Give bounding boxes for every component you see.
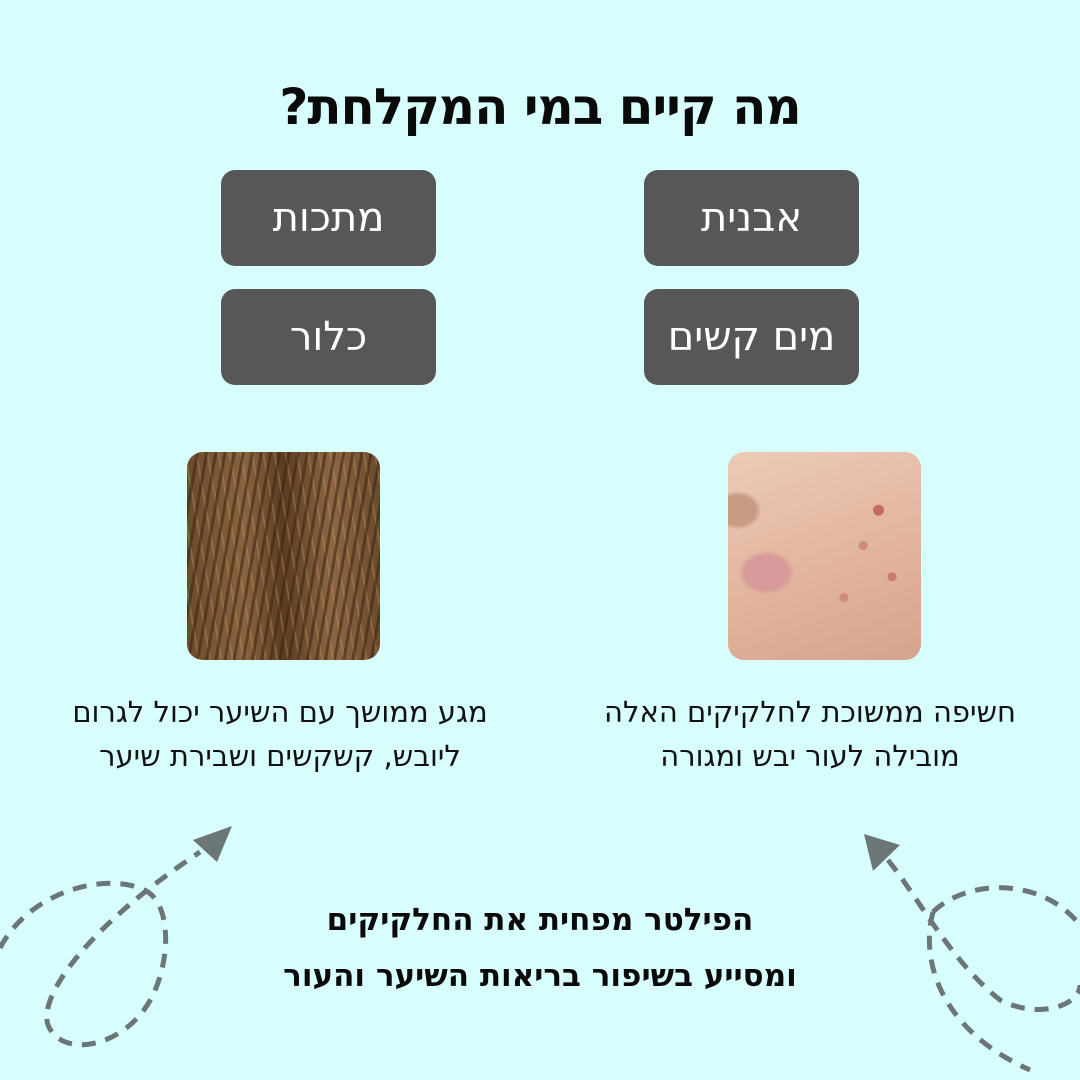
conclusion-text: הפילטר מפחית את החלקיקים ומסייע בשיפור ב…	[0, 892, 1080, 1004]
hair-effect-line-2: ליובש, קשקשים ושבירת שיער	[99, 739, 461, 773]
left-arrowhead-icon	[193, 826, 232, 862]
chip-limescale: אבנית	[644, 170, 859, 266]
hair-effect-line-1: מגע ממושך עם השיער יכול לגרום	[72, 695, 488, 729]
chip-hard-water: מים קשים	[644, 289, 859, 385]
page-title: מה קיים במי המקלחת?	[279, 78, 801, 136]
hair-effect-text: מגע ממושך עם השיער יכול לגרום ליובש, קשק…	[20, 690, 540, 778]
left-dashed-arrow-icon	[0, 849, 202, 1048]
chip-chlorine: כלור	[221, 289, 436, 385]
acne-skin-photo	[728, 452, 921, 660]
right-arrowhead-icon	[864, 834, 900, 871]
dry-hair-photo	[187, 452, 380, 660]
chip-metals: מתכות	[221, 170, 436, 266]
skin-effect-line-2: מובילה לעור יבש ומגורה	[660, 739, 960, 773]
conclusion-line-1: הפילטר מפחית את החלקיקים	[326, 902, 754, 938]
right-dashed-arrow-icon	[886, 858, 1080, 1073]
skin-effect-line-1: חשיפה ממשוכת לחלקיקים האלה	[604, 695, 1016, 729]
skin-effect-text: חשיפה ממשוכת לחלקיקים האלה מובילה לעור י…	[560, 690, 1060, 778]
conclusion-line-2: ומסייע בשיפור בריאות השיער והעור	[283, 958, 797, 994]
